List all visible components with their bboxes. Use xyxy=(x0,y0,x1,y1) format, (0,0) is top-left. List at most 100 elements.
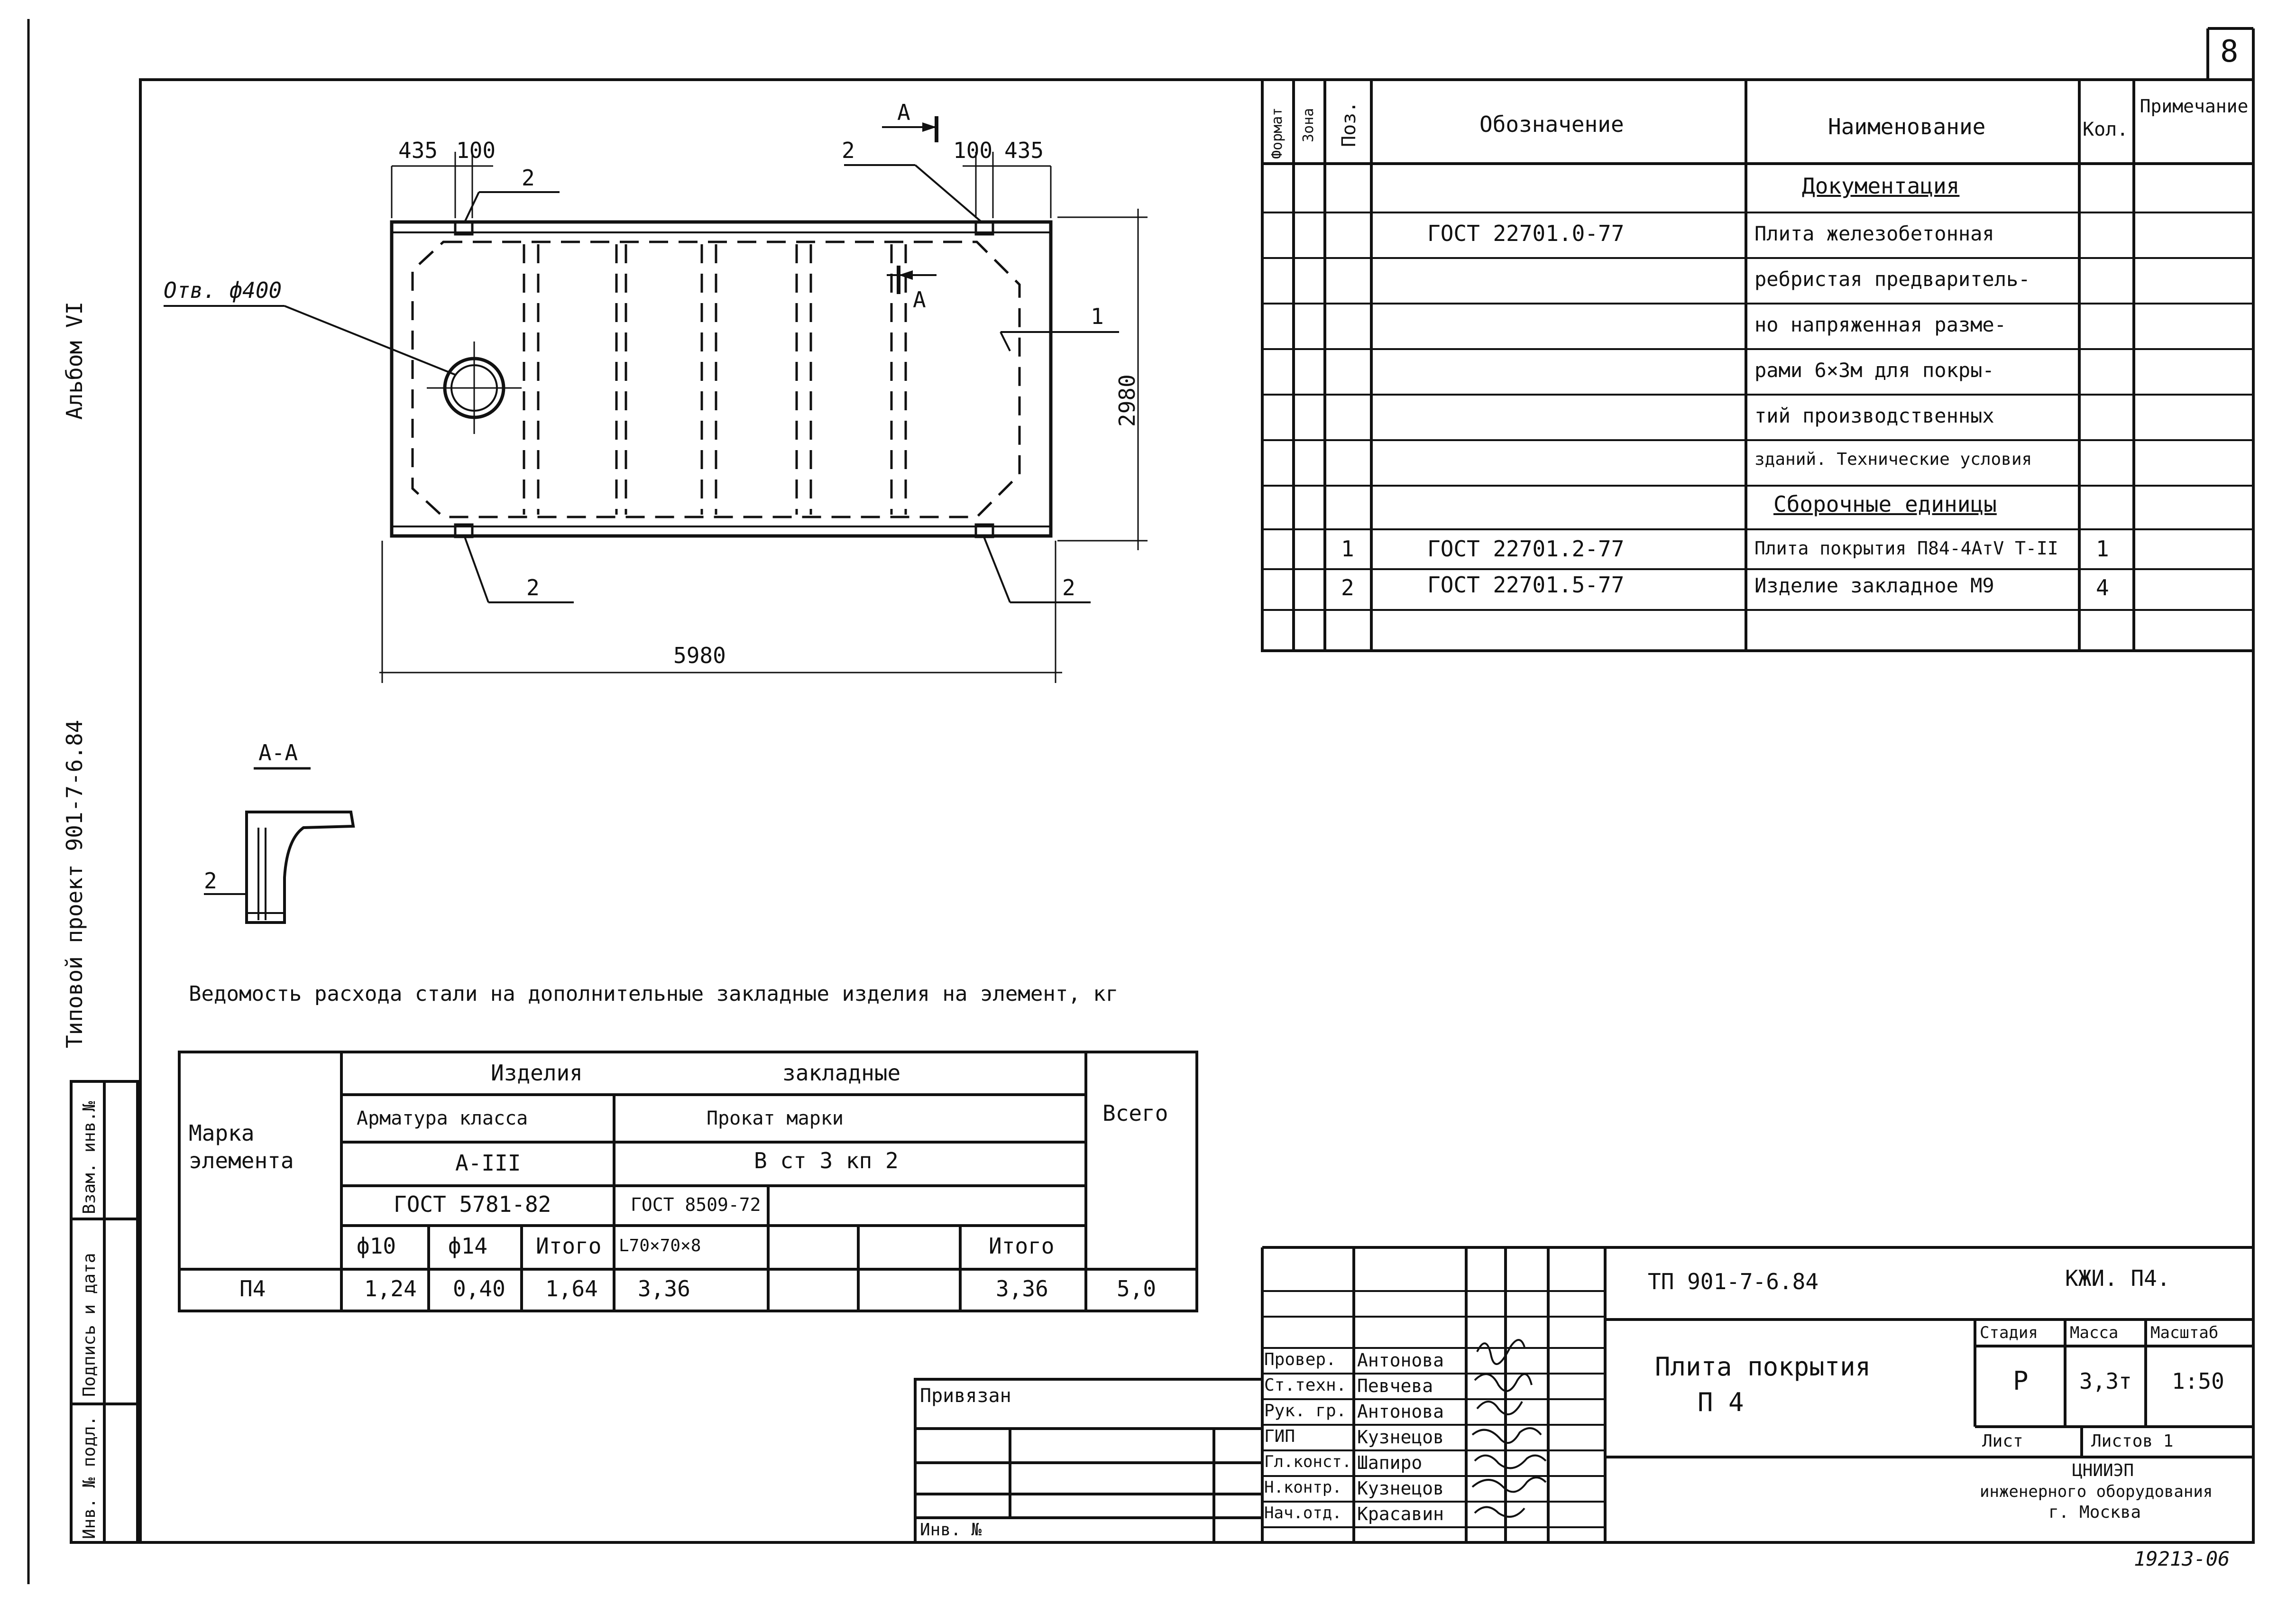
stamp-role-3: Рук. гр. xyxy=(1264,1401,1347,1421)
steel-table-frame xyxy=(178,1051,1198,1312)
spec-col-designation: Обозначение xyxy=(1479,111,1624,137)
dim-left-435: 435 xyxy=(398,138,438,163)
steel-h-rolled: Прокат марки xyxy=(707,1107,844,1129)
steel-h-items: Изделия xyxy=(491,1060,583,1086)
stamp-mass: 3,3т xyxy=(2079,1368,2132,1394)
stamp-name-5: Шапиро xyxy=(1357,1452,1423,1473)
stamp-sheet: Лист xyxy=(1982,1431,2023,1451)
spec-col-qty: Кол. xyxy=(2083,119,2129,140)
stamp-role-7: Нач.отд. xyxy=(1264,1504,1342,1522)
dim-length: 5980 xyxy=(673,643,726,668)
spec-doc-line-4: рами 6×3м для покры- xyxy=(1754,359,1994,382)
stamp-scale: 1:50 xyxy=(2172,1368,2224,1394)
steel-row-d10: 1,24 xyxy=(364,1276,417,1301)
steel-row-sum2: 3,36 xyxy=(996,1276,1048,1301)
stamp-stage: Р xyxy=(2013,1366,2029,1396)
inv-original-label: Инв. № подл. xyxy=(80,1415,99,1539)
pos2-label-tl: 2 xyxy=(522,165,535,191)
steel-h-mark: Марка элемента xyxy=(189,1120,294,1173)
stamp-name-1: Антонова xyxy=(1357,1350,1444,1371)
inv-exchange-label: Взам. инв.№ xyxy=(80,1101,99,1214)
steel-h-total: Всего xyxy=(1102,1100,1168,1126)
section-mark-side: А xyxy=(913,287,926,313)
stamp-h-mass: Масса xyxy=(2070,1323,2119,1342)
steel-h-rebar: Арматура класса xyxy=(357,1107,528,1129)
sheet-number: 8 xyxy=(2220,34,2239,69)
drawing-frame xyxy=(139,78,2255,1544)
pos2-label-br: 2 xyxy=(1062,575,1075,600)
stamp-name-2: Певчева xyxy=(1357,1375,1433,1396)
steel-row-total: 5,0 xyxy=(1117,1276,1157,1301)
stamp-title-2: П 4 xyxy=(1698,1387,1744,1417)
stamp-inv-no: Инв. № xyxy=(920,1520,982,1540)
spec-row2-qty: 4 xyxy=(2096,575,2109,600)
section-pos: 2 xyxy=(204,868,217,894)
stamp-org-1: ЦНИИЭП xyxy=(2072,1461,2134,1480)
spec-row2-pos: 2 xyxy=(1341,575,1354,600)
section-mark-top: А xyxy=(897,100,910,125)
steel-sub-d10: ф10 xyxy=(357,1233,396,1259)
spec-section-assemblies: Сборочные единицы xyxy=(1773,491,1997,517)
hole-label: Отв. ф400 xyxy=(164,277,282,303)
spec-col-name: Наименование xyxy=(1828,114,1986,139)
steel-h-embedded: закладные xyxy=(782,1060,901,1086)
stamp-name-7: Красавин xyxy=(1357,1504,1444,1524)
spec-doc-line-6: зданий. Технические условия xyxy=(1754,450,2032,469)
stamp-code: ТП 901-7-6.84 xyxy=(1648,1269,1819,1294)
steel-sub-sum2: Итого xyxy=(989,1233,1055,1259)
spec-row2-name: Изделие закладное М9 xyxy=(1754,574,1994,597)
slab-outline xyxy=(390,220,1053,538)
stamp-role-1: Провер. xyxy=(1264,1350,1336,1369)
steel-sub-sum1: Итого xyxy=(536,1233,602,1259)
stamp-linked: Привязан xyxy=(920,1385,1011,1407)
pos2-label-tr: 2 xyxy=(842,138,855,163)
spec-col-pos: Поз. xyxy=(1338,101,1360,147)
spec-row1-name: Плита покрытия П84-4АтV Т-II xyxy=(1754,538,2058,559)
steel-rolled-grade: В ст 3 кп 2 xyxy=(754,1148,899,1173)
spec-row2-code: ГОСТ 22701.5-77 xyxy=(1427,572,1625,598)
steel-rolled-gost: ГОСТ 8509-72 xyxy=(631,1194,761,1215)
stamp-h-scale: Масштаб xyxy=(2150,1323,2219,1342)
stamp-title-1: Плита покрытия xyxy=(1655,1352,1871,1382)
spec-col-zone: Зона xyxy=(1300,108,1317,142)
project-label: Типовой проект 901-7-6.84 xyxy=(62,720,87,1048)
stamp-role-5: Гл.конст. xyxy=(1264,1452,1352,1471)
stamp-role-4: ГИП xyxy=(1264,1427,1295,1446)
archive-number: 19213-06 xyxy=(2134,1547,2230,1570)
section-title: А-А xyxy=(258,740,298,766)
stamp-name-3: Антонова xyxy=(1357,1401,1444,1422)
steel-caption: Ведомость расхода стали на дополнительны… xyxy=(189,982,1119,1006)
spec-table-frame xyxy=(1261,78,2255,652)
stamp-name-6: Кузнецов xyxy=(1357,1478,1444,1499)
stamp-sheets: Листов 1 xyxy=(2091,1431,2174,1451)
dim-height: 2980 xyxy=(1114,374,1140,427)
steel-rebar-class: А-III xyxy=(455,1150,521,1176)
dim-right-435: 435 xyxy=(1004,138,1044,163)
steel-row-d14: 0,40 xyxy=(453,1276,505,1301)
steel-row-angle: 3,36 xyxy=(638,1276,690,1301)
spec-doc-line-3: но напряженная разме- xyxy=(1754,313,2007,336)
dim-right-100: 100 xyxy=(953,138,993,163)
album-label: Альбом VI xyxy=(62,301,87,420)
steel-sub-angle: L70×70×8 xyxy=(619,1236,701,1255)
spec-row1-pos: 1 xyxy=(1341,536,1354,562)
spec-col-note: Примечание xyxy=(2140,96,2249,117)
stamp-name-4: Кузнецов xyxy=(1357,1427,1444,1448)
dim-left-100: 100 xyxy=(456,138,496,163)
stamp-org-2: инженерного оборудования xyxy=(1980,1482,2213,1501)
steel-sub-d14: ф14 xyxy=(448,1233,488,1259)
spec-doc-code: ГОСТ 22701.0-77 xyxy=(1427,221,1625,246)
stamp-role-2: Ст.техн. xyxy=(1264,1375,1347,1395)
sign-date-label: Подпись и дата xyxy=(80,1253,99,1397)
spec-col-format: Формат xyxy=(1269,107,1286,159)
spec-doc-line-1: Плита железобетонная xyxy=(1754,222,1994,245)
spec-row1-qty: 1 xyxy=(2096,536,2109,562)
spec-doc-line-2: ребристая предваритель- xyxy=(1754,268,2030,291)
steel-row-sum1: 1,64 xyxy=(545,1276,598,1301)
pos2-label-bl: 2 xyxy=(526,575,540,600)
stamp-org-3: г. Москва xyxy=(2048,1503,2141,1522)
steel-rebar-gost: ГОСТ 5781-82 xyxy=(394,1191,551,1217)
spec-section-docs: Документация xyxy=(1802,173,1960,199)
stamp-role-6: Н.контр. xyxy=(1264,1478,1342,1497)
